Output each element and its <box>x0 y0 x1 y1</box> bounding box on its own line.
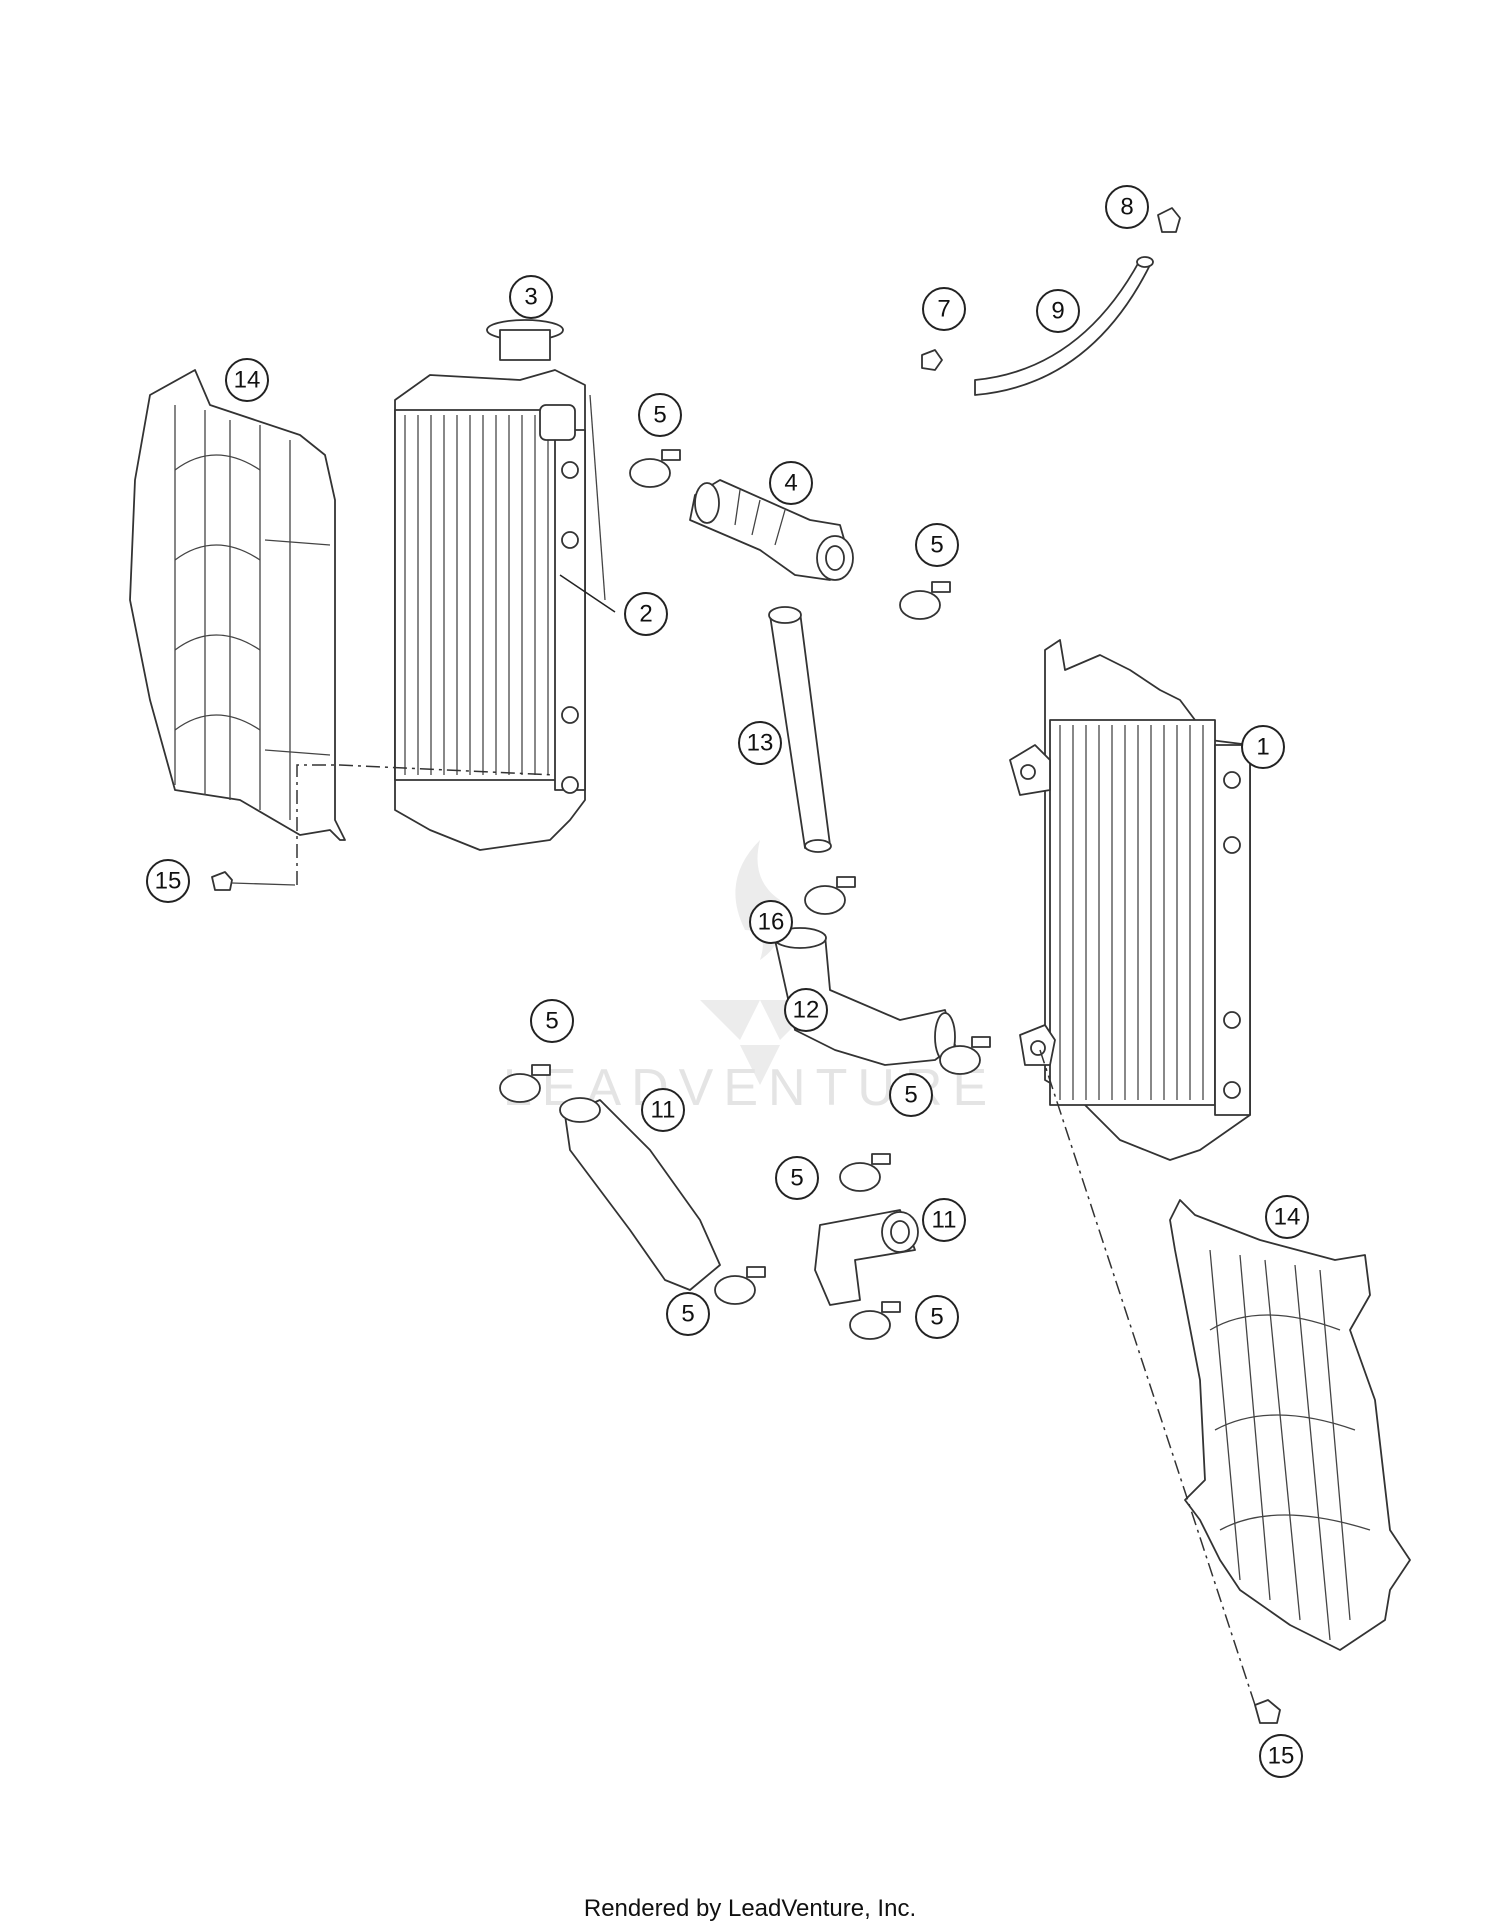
callout: 15 <box>1259 1734 1303 1778</box>
callout: 4 <box>769 461 813 505</box>
callout: 14 <box>225 358 269 402</box>
pipe <box>768 606 832 853</box>
callout-label: 8 <box>1120 194 1133 221</box>
callout: 13 <box>738 721 782 765</box>
callout: 11 <box>922 1198 966 1242</box>
footer-credit: Rendered by LeadVenture, Inc. <box>583 1895 917 1922</box>
callout-label: 2 <box>639 601 652 628</box>
callout-label: 15 <box>155 868 182 895</box>
callout-label: 14 <box>234 367 261 394</box>
callout-label: 9 <box>1051 298 1064 325</box>
callout: 5 <box>666 1292 710 1336</box>
callout-label: 4 <box>784 470 797 497</box>
small-clip <box>921 349 943 371</box>
callout-label: 7 <box>937 296 950 323</box>
callout-label: 3 <box>524 284 537 311</box>
callout-label: 5 <box>930 532 943 559</box>
hose-upper <box>559 1097 721 1291</box>
callout: 5 <box>530 999 574 1043</box>
callout-label: 5 <box>681 1301 694 1328</box>
screw-left <box>211 871 296 891</box>
callout-label: 15 <box>1268 1743 1295 1770</box>
small-hose <box>974 256 1154 396</box>
hose-clamp <box>839 1153 891 1192</box>
callout: 5 <box>775 1156 819 1200</box>
small-cap <box>1157 207 1181 233</box>
callout: 5 <box>915 523 959 567</box>
callout-label: 11 <box>651 1097 676 1124</box>
callout-label: 14 <box>1274 1204 1301 1231</box>
leadventure-watermark: LEADVENTURE <box>503 840 987 1117</box>
hose-clamp <box>714 1266 766 1305</box>
callout: 1 <box>1241 725 1285 769</box>
radiator-shroud-left <box>129 369 346 841</box>
hose-clamp <box>939 1036 991 1075</box>
callout-label: 5 <box>790 1165 803 1192</box>
callout: 5 <box>889 1073 933 1117</box>
radiator-left <box>394 319 606 851</box>
hose-clamp <box>899 581 951 620</box>
hose-clamp <box>804 876 856 915</box>
callout-label: 11 <box>932 1207 957 1234</box>
callout: 11 <box>641 1088 685 1132</box>
callout: 14 <box>1265 1195 1309 1239</box>
callout-label: 5 <box>930 1304 943 1331</box>
hose-clamp <box>629 449 681 488</box>
hose-connector <box>689 479 854 581</box>
callout-label: 16 <box>758 909 785 936</box>
radiator-right <box>1009 639 1251 1161</box>
callout: 7 <box>922 287 966 331</box>
hose-clamps <box>499 449 991 1340</box>
callout: 5 <box>915 1295 959 1339</box>
callout-label: 5 <box>545 1008 558 1035</box>
callout: 15 <box>146 859 190 903</box>
callout-label: 5 <box>904 1082 917 1109</box>
callout: 8 <box>1105 185 1149 229</box>
callout-label: 12 <box>793 997 820 1024</box>
radiator-shroud-right <box>1169 1199 1411 1651</box>
callout: 12 <box>784 988 828 1032</box>
hose-lower <box>814 1209 919 1306</box>
callout-label: 1 <box>1256 734 1269 761</box>
assembly-lines <box>296 764 1256 1706</box>
callout-label: 5 <box>653 402 666 429</box>
callout: 2 <box>624 592 668 636</box>
hose-clamp <box>499 1064 551 1103</box>
callout: 5 <box>638 393 682 437</box>
elbow-hose <box>773 927 956 1066</box>
callout-label: 13 <box>747 730 774 757</box>
callout: 9 <box>1036 289 1080 333</box>
callout: 3 <box>509 275 553 319</box>
leader-lines <box>559 574 616 613</box>
callout: 16 <box>749 900 793 944</box>
hose-clamp <box>849 1301 901 1340</box>
screw-right <box>1254 1699 1281 1724</box>
